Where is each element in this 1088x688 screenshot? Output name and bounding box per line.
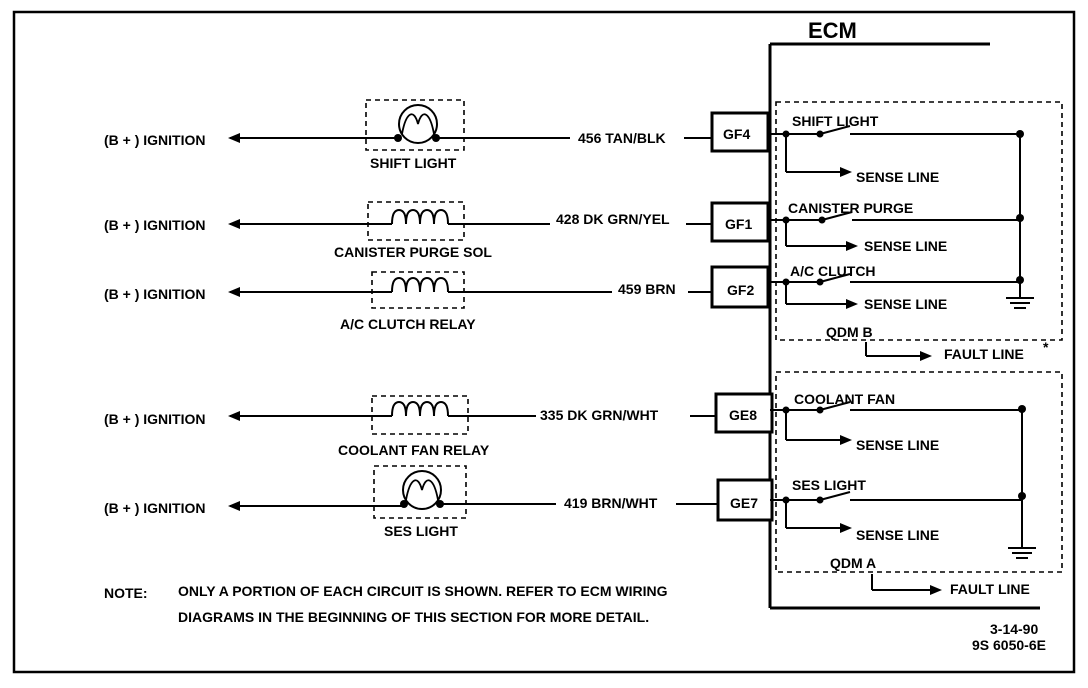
driver-label: COOLANT FAN <box>794 391 895 407</box>
wire-label: 419 BRN/WHT <box>564 495 658 511</box>
coil-icon <box>391 400 449 417</box>
circuit-shift-light: (B + ) IGNITION SHIFT LIGHT 456 TAN/BLK … <box>104 99 770 171</box>
arrow-left-icon <box>228 287 240 297</box>
pin-label: GF2 <box>727 282 754 298</box>
arrow-left-icon <box>228 501 240 511</box>
component-label: A/C CLUTCH RELAY <box>340 316 476 332</box>
qdm-b-label: QDM B <box>826 324 873 340</box>
driver-label: A/C CLUTCH <box>790 263 876 279</box>
switch-icon <box>819 125 851 135</box>
switch-icon <box>819 273 851 283</box>
driver-label: SHIFT LIGHT <box>792 113 879 129</box>
switch-icon <box>819 401 851 411</box>
switch-icon <box>819 491 851 501</box>
diagram-frame <box>12 10 1076 674</box>
lamp-icon <box>400 470 444 510</box>
arrow-right-icon <box>846 241 858 251</box>
connector-pin <box>716 478 774 522</box>
wire-label: 456 TAN/BLK <box>578 130 666 146</box>
wire-label: 335 DK GRN/WHT <box>540 407 659 423</box>
fault-line-label: FAULT LINE <box>944 346 1024 362</box>
source-label: (B + ) IGNITION <box>104 132 206 148</box>
sense-line-label: SENSE LINE <box>856 527 939 543</box>
connector-pin <box>710 201 770 243</box>
arrow-right-icon <box>930 585 942 595</box>
diagram-date: 3-14-90 <box>990 621 1038 637</box>
pin-label: GE7 <box>730 495 758 511</box>
arrow-left-icon <box>228 411 240 421</box>
source-label: (B + ) IGNITION <box>104 217 206 233</box>
arrow-right-icon <box>846 299 858 309</box>
sense-line-label: SENSE LINE <box>856 437 939 453</box>
arrow-left-icon <box>228 133 240 143</box>
note-line-2: DIAGRAMS IN THE BEGINNING OF THIS SECTIO… <box>178 609 649 625</box>
component-box <box>367 201 465 241</box>
sense-line-label: SENSE LINE <box>864 296 947 312</box>
arrow-left-icon <box>228 219 240 229</box>
driver-label: SES LIGHT <box>792 477 866 493</box>
lamp-icon <box>394 104 440 144</box>
circuit-coolant-fan: (B + ) IGNITION COOLANT FAN RELAY 335 DK… <box>104 392 774 458</box>
component-box <box>365 99 465 151</box>
connector-pin <box>714 392 774 434</box>
arrow-right-icon <box>840 435 852 445</box>
source-label: (B + ) IGNITION <box>104 411 206 427</box>
component-box <box>371 395 469 435</box>
figure-id: 9S 6050-6E <box>972 637 1046 653</box>
wire-label: 459 BRN <box>618 281 676 297</box>
component-label: SHIFT LIGHT <box>370 155 457 171</box>
arrow-right-icon <box>920 351 932 361</box>
fault-line-label: FAULT LINE <box>950 581 1030 597</box>
source-label: (B + ) IGNITION <box>104 500 206 516</box>
pin-label: GF1 <box>725 216 752 232</box>
connector-pin <box>710 265 770 309</box>
switch-icon <box>821 211 853 221</box>
circuit-canister-purge: (B + ) IGNITION CANISTER PURGE SOL 428 D… <box>104 201 770 260</box>
ground-icon <box>1008 547 1036 559</box>
source-label: (B + ) IGNITION <box>104 286 206 302</box>
component-label: COOLANT FAN RELAY <box>338 442 490 458</box>
pin-label: GF4 <box>723 126 750 142</box>
qdm-b-drivers: SHIFT LIGHT SENSE LINE CANISTER PURGE SE… <box>770 113 1049 362</box>
component-box <box>371 271 465 309</box>
coil-icon <box>391 208 449 225</box>
component-label: SES LIGHT <box>384 523 458 539</box>
component-box <box>373 465 467 519</box>
asterisk-mark: * <box>1043 339 1049 355</box>
sense-line-label: SENSE LINE <box>856 169 939 185</box>
note-label: NOTE: <box>104 585 148 601</box>
component-label: CANISTER PURGE SOL <box>334 244 492 260</box>
ground-icon <box>1006 297 1034 309</box>
arrow-right-icon <box>840 167 852 177</box>
qdm-a-drivers: COOLANT FAN SENSE LINE SES LIGHT SENSE L… <box>770 391 1036 597</box>
note-line-1: ONLY A PORTION OF EACH CIRCUIT IS SHOWN.… <box>178 583 668 599</box>
coil-icon <box>391 276 449 293</box>
qdm-a-label: QDM A <box>830 555 876 571</box>
sense-line-label: SENSE LINE <box>864 238 947 254</box>
wire-label: 428 DK GRN/YEL <box>556 211 670 227</box>
connector-pin <box>710 111 770 153</box>
pin-label: GE8 <box>729 407 757 423</box>
driver-label: CANISTER PURGE <box>788 200 913 216</box>
ecm-title: ECM <box>808 18 857 43</box>
arrow-right-icon <box>840 523 852 533</box>
circuit-ac-clutch: (B + ) IGNITION A/C CLUTCH RELAY 459 BRN… <box>104 265 770 332</box>
circuit-ses-light: (B + ) IGNITION SES LIGHT 419 BRN/WHT GE… <box>104 465 774 539</box>
